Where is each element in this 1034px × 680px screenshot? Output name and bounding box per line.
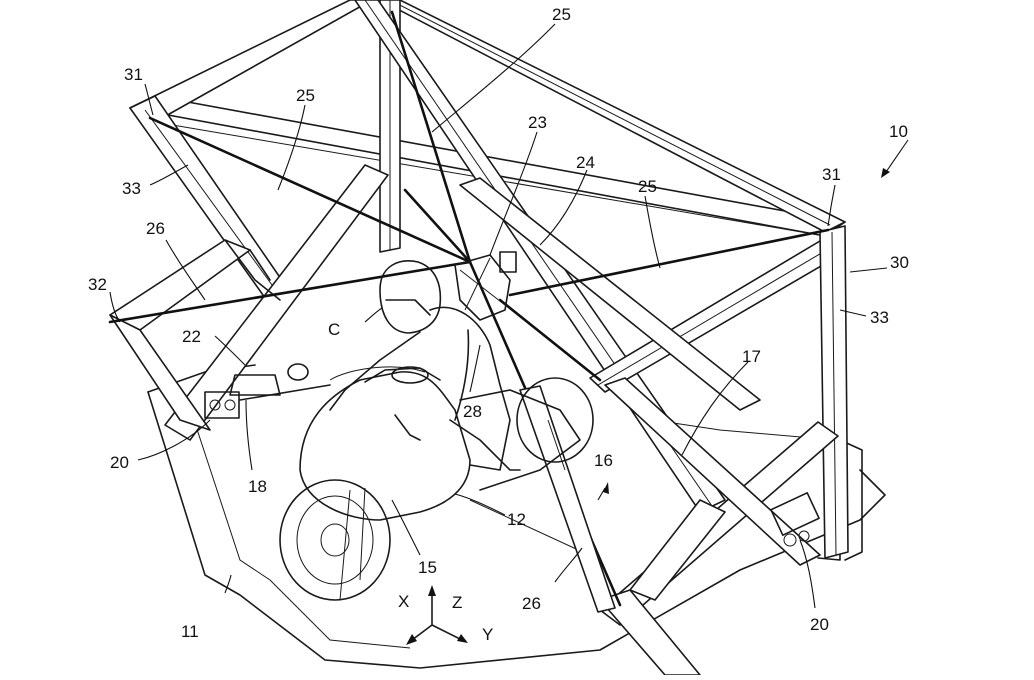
label-hub-mount: 24 bbox=[576, 153, 595, 172]
label-floor: 11 bbox=[181, 622, 199, 641]
label-motion-system: 16 bbox=[594, 451, 613, 470]
label-strut-front: 26 bbox=[522, 594, 541, 613]
reference-labels: 10 11 12 15 16 17 18 20 20 22 23 24 25 2… bbox=[88, 5, 909, 641]
label-cable-top: 25 bbox=[552, 5, 571, 24]
label-cable-left: 25 bbox=[296, 86, 315, 105]
hub-assembly bbox=[454, 251, 517, 321]
label-post-left: 33 bbox=[122, 179, 141, 198]
label-cable-right: 25 bbox=[638, 177, 657, 196]
label-actuator-left: 20 bbox=[110, 453, 129, 472]
label-motorcycle: 12 bbox=[507, 510, 526, 529]
label-rider-torso: 28 bbox=[463, 402, 482, 421]
label-frame: 30 bbox=[890, 253, 909, 272]
label-corner-right: 31 bbox=[822, 165, 841, 184]
axis-triad: X Z Y bbox=[398, 585, 493, 645]
label-front-fork: 15 bbox=[418, 558, 437, 577]
label-strut-left: 26 bbox=[146, 219, 165, 238]
motorcycle bbox=[229, 363, 594, 601]
label-platform: 17 bbox=[742, 347, 761, 366]
axis-x-label: X bbox=[398, 592, 409, 611]
actuator-right bbox=[770, 492, 820, 547]
axis-y-label: Y bbox=[482, 625, 493, 644]
axis-z-label: Z bbox=[452, 593, 462, 612]
label-actuator-right: 20 bbox=[810, 615, 829, 634]
rider-figure bbox=[329, 260, 521, 471]
label-post-right: 33 bbox=[870, 308, 889, 327]
label-handlebar: 18 bbox=[248, 477, 267, 496]
label-handlebar-unit: 22 bbox=[182, 327, 201, 346]
leader-lines bbox=[109, 23, 909, 609]
label-hub: 23 bbox=[528, 113, 547, 132]
label-corner-lower: 32 bbox=[88, 275, 107, 294]
actuator-left bbox=[204, 391, 240, 419]
frame-truss bbox=[109, 0, 849, 676]
label-rider: C bbox=[328, 320, 340, 339]
label-corner-left: 31 bbox=[124, 65, 143, 84]
label-device: 10 bbox=[889, 122, 908, 141]
